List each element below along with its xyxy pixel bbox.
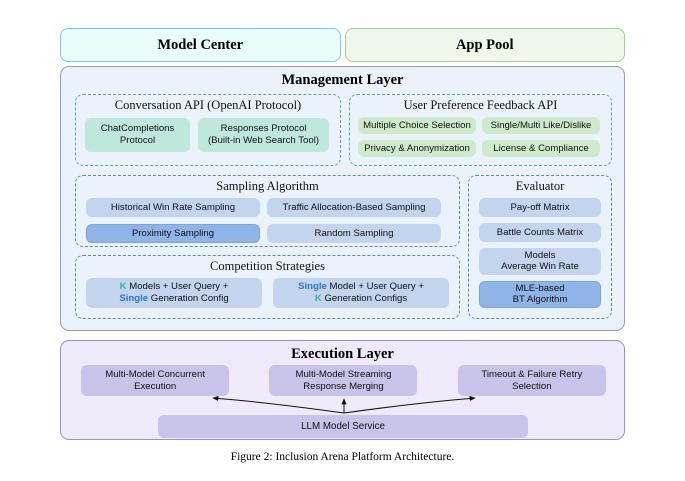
chip-label: Models Average Win Rate [501, 250, 579, 273]
chip-label: Timeout & Failure Retry Selection [481, 369, 582, 392]
model-center-box[interactable]: Model Center [60, 28, 341, 62]
chip-multiple-choice-selection[interactable]: Multiple Choice Selection [358, 116, 476, 134]
arrow-to-concurrent-execution [212, 395, 345, 414]
top-bar: Model Center App Pool [60, 28, 625, 62]
chip-models-average-win-rate[interactable]: Models Average Win Rate [479, 247, 601, 275]
figure-caption: Figure 2: Inclusion Arena Platform Archi… [230, 451, 455, 463]
competition-strategies-title: Competition Strategies [210, 259, 325, 273]
chip-line-2: BT Algorithm [512, 294, 568, 306]
conversation-api-title: Conversation API (OpenAI Protocol) [114, 98, 302, 112]
user-preference-feedback-api-group: User Preference Feedback API Multiple Ch… [349, 94, 612, 166]
chip-random-sampling[interactable]: Random Sampling [267, 223, 441, 243]
keyword-single: Single [298, 281, 327, 293]
chip-line-1: Timeout & Failure Retry [481, 369, 583, 381]
chip-responses-protocol[interactable]: Responses Protocol(Built-in Web Search T… [198, 117, 329, 152]
chip-line-2: Average Win Rate [501, 261, 579, 273]
chip-line-2: Selection [512, 380, 552, 392]
chip-multi-model-concurrent-execution[interactable]: Multi-Model Concurrent Execution [81, 365, 230, 396]
chip-label: Single Model + User Query + K Generation… [298, 281, 424, 304]
chip-label: Multi-Model Streaming Response Merging [295, 369, 391, 392]
strategy-1-line2-rest: Generation Config [148, 292, 229, 304]
chip-line-1: Multi-Model Concurrent [105, 369, 206, 381]
chip-label: Multi-Model Concurrent Execution [105, 369, 205, 392]
evaluator-group: Evaluator Pay-off Matrix Battle Counts M… [468, 175, 612, 319]
app-pool-label: App Pool [455, 36, 514, 53]
app-pool-box[interactable]: App Pool [344, 28, 625, 62]
evaluator-title: Evaluator [515, 179, 565, 193]
chip-historical-win-rate-sampling[interactable]: Historical Win Rate Sampling [86, 197, 260, 217]
chip-timeout-failure-retry-selection[interactable]: Timeout & Failure Retry Selection [457, 365, 606, 396]
arrow-to-timeout-retry [343, 395, 476, 414]
strategy-1-line1-rest: Models + User Query + [126, 281, 229, 293]
chip-line-1: MLE-based [515, 282, 565, 294]
strategy-2-line2-rest: Generation Configs [321, 292, 408, 304]
model-center-label: Model Center [157, 36, 244, 53]
competition-strategies-group: Competition Strategies K Models + User Q… [75, 255, 460, 319]
execution-layer-title: Execution Layer [291, 346, 394, 362]
chip-label: License & Compliance [493, 142, 589, 154]
sampling-algorithm-title: Sampling Algorithm [216, 179, 319, 193]
management-layer-panel: Management Layer Conversation API (OpenA… [60, 66, 625, 331]
chip-privacy-anonymization[interactable]: Privacy & Anonymization [358, 139, 476, 157]
keyword-k: K [314, 292, 322, 304]
sampling-algorithm-group: Sampling Algorithm Historical Win Rate S… [75, 175, 460, 247]
chip-mle-based-bt-algorithm[interactable]: MLE-based BT Algorithm [479, 280, 601, 308]
chip-line-2: Response Merging [303, 380, 384, 392]
chip-battle-counts-matrix[interactable]: Battle Counts Matrix [479, 222, 601, 242]
chip-label: Pay-off Matrix [510, 201, 570, 213]
chip-single-multi-like-dislike[interactable]: Single/Multi Like/Dislike [482, 116, 600, 134]
keyword-k: K [119, 281, 127, 293]
chip-label: Battle Counts Matrix [496, 226, 584, 238]
chip-label: LLM Model Service [301, 420, 385, 432]
execution-layer-boxes: Multi-Model Concurrent Execution Multi-M… [61, 365, 626, 396]
execution-layer-panel: Execution Layer Multi-Model Concurrent E… [60, 340, 625, 440]
chip-label: Multiple Choice Selection [363, 119, 471, 131]
chip-line-1: Models [524, 249, 556, 261]
management-layer-title: Management Layer [281, 72, 404, 88]
connector-arrows [212, 395, 476, 414]
chip-line-1: Multi-Model Streaming [295, 369, 392, 381]
chip-label: Random Sampling [314, 227, 394, 239]
chip-traffic-allocation-based-sampling[interactable]: Traffic Allocation-Based Sampling [267, 197, 441, 217]
chip-strategy-single-model[interactable]: Single Model + User Query + K Generation… [273, 277, 449, 308]
chip-label: Single/Multi Like/Dislike [490, 119, 592, 131]
user-preference-api-title: User Preference Feedback API [403, 98, 558, 112]
chip-label: Historical Win Rate Sampling [110, 201, 236, 213]
chip-label: Traffic Allocation-Based Sampling [282, 201, 426, 213]
keyword-single: Single [119, 292, 149, 304]
chip-strategy-k-models[interactable]: K Models + User Query + Single Generatio… [86, 277, 262, 308]
chip-label: K Models + User Query + Single Generatio… [119, 281, 228, 304]
chip-multi-model-streaming-response-merging[interactable]: Multi-Model Streaming Response Merging [269, 365, 418, 396]
chip-proximity-sampling[interactable]: Proximity Sampling [86, 223, 260, 243]
chip-label: Privacy & Anonymization [364, 142, 470, 154]
chip-label: Responses Protocol(Built-in Web Search T… [207, 123, 320, 146]
chip-pay-off-matrix[interactable]: Pay-off Matrix [479, 197, 601, 217]
conversation-api-group: Conversation API (OpenAI Protocol) ChatC… [75, 94, 341, 166]
strategy-2-line1-rest: Model + User Query + [326, 281, 424, 293]
chip-label: MLE-based BT Algorithm [513, 283, 568, 306]
chip-license-compliance[interactable]: License & Compliance [482, 139, 600, 157]
chip-label: Proximity Sampling [131, 227, 215, 239]
chip-llm-model-service[interactable]: LLM Model Service [158, 415, 528, 438]
chip-line-2: Execution [134, 380, 177, 392]
